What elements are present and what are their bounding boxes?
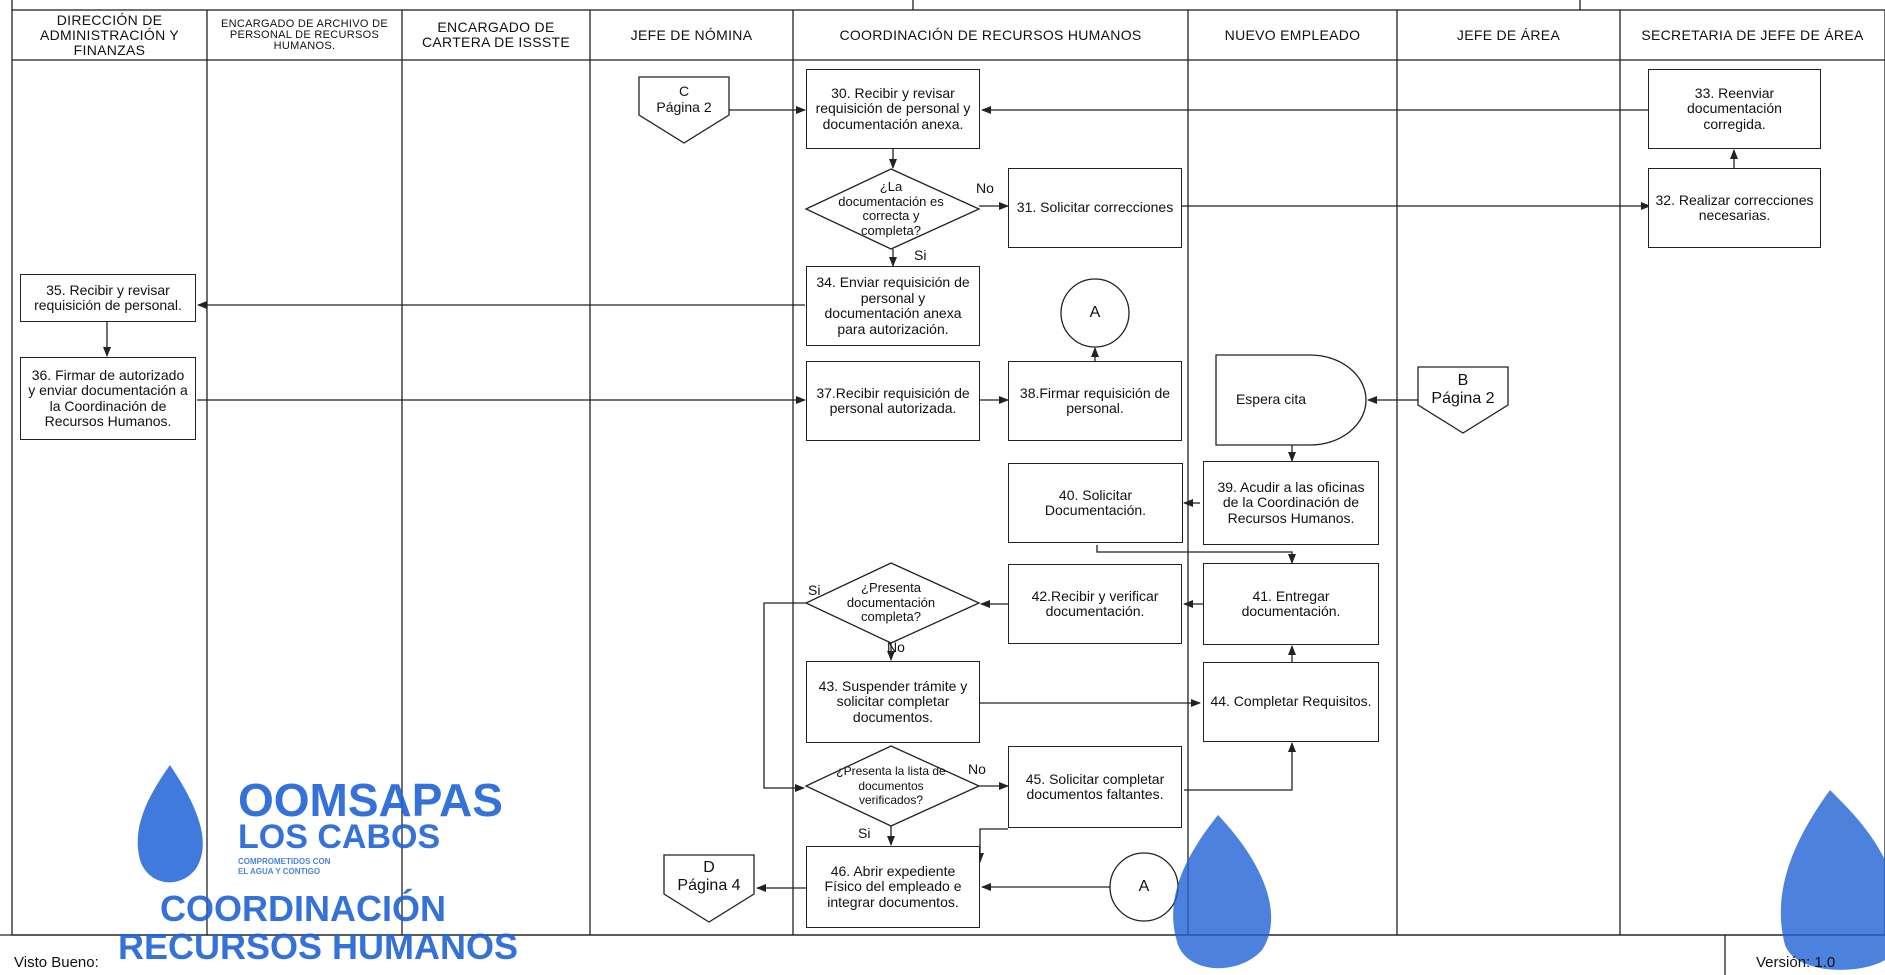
step-32-box: 32. Realizar correcciones necesarias.	[1648, 168, 1821, 248]
decision-shape	[804, 168, 981, 250]
offpage-connector-shape	[1417, 366, 1509, 434]
lane-title-jefe-nomina: JEFE DE NÓMINA	[630, 26, 753, 43]
label-si: Si	[858, 825, 871, 841]
connector-d-page: Página 4	[677, 877, 741, 894]
delay-shape	[1215, 354, 1367, 446]
step-39-box: 39. Acudir a las oficinas de la Coordina…	[1203, 461, 1379, 545]
connector-c-letter: C	[678, 83, 690, 99]
flow-arrows	[103, 106, 1738, 892]
logo-dept-1: COORDINACIÓN	[160, 888, 446, 929]
step-44-box: 44. Completar Requisitos.	[1203, 662, 1379, 742]
step-43-box: 43. Suspender trámite y solicitar comple…	[806, 661, 980, 743]
logo-tagline-2: EL AGUA Y CONTIGO	[238, 867, 321, 876]
lane-title-secretaria-jefe-area: SECRETARIA DE JEFE DE ÁREA	[1641, 26, 1864, 43]
step-33-box: 33. Reenviar documentación corregida.	[1648, 69, 1821, 149]
step-34-box: 34. Enviar requisición de personal y doc…	[806, 266, 980, 346]
step-40-box: 40. Solicitar Documentación.	[1008, 463, 1183, 543]
step-35-box: 35. Recibir y revisar requisición de per…	[20, 274, 196, 322]
lane-title-archivo-personal: ENCARGADO DE ARCHIVO DE PERSONAL DE RECU…	[220, 17, 389, 52]
lane-title-jefe-area: JEFE DE ÁREA	[1456, 26, 1561, 43]
label-no: No	[968, 761, 986, 777]
step-45-box: 45. Solicitar completar documentos falta…	[1008, 746, 1182, 828]
lane-title-coordinacion-rh: COORDINACIÓN DE RECURSOS HUMANOS	[839, 26, 1142, 43]
offpage-connector-shape	[638, 76, 730, 144]
lane-title-cartera-issste: ENCARGADO DE CARTERA DE ISSSTE	[422, 19, 570, 50]
connector-a-bottom: A	[1138, 878, 1150, 896]
lane-title-nuevo-empleado: NUEVO EMPLEADO	[1224, 26, 1361, 43]
label-no: No	[976, 180, 994, 196]
logo-line-1: OOMSAPAS	[238, 774, 503, 826]
logo-dept-2: RECURSOS HUMANOS	[118, 926, 519, 967]
step-30-box: 30. Recibir y revisar requisición de per…	[806, 69, 980, 149]
step-41-box: 41. Entregar documentación.	[1203, 563, 1379, 645]
connector-d-letter: D	[703, 859, 715, 876]
step-38-box: 38.Firmar requisición de personal.	[1008, 361, 1182, 441]
decision-documentacion-correcta: ¿La documentación es correcta y completa…	[838, 179, 944, 238]
connector-c-page: Página 2	[656, 99, 712, 115]
decision-lista-verificados: ¿Presenta la lista de documentos verific…	[836, 764, 946, 808]
footer-visto-bueno: Visto Bueno:	[14, 954, 99, 971]
offpage-connector-shape	[663, 854, 755, 923]
lane-title-direccion-administracion: DIRECCIÓN DE ADMINISTRACIÓN Y FINANZAS	[39, 11, 180, 58]
footer-version: Versión: 1.0	[1756, 954, 1836, 971]
step-37-box: 37.Recibir requisición de personal autor…	[806, 361, 980, 441]
step-31-box: 31. Solicitar correcciones	[1008, 168, 1182, 248]
step-42-box: 42.Recibir y verificar documentación.	[1008, 564, 1182, 644]
label-si: Si	[914, 247, 927, 263]
logo-tagline-1: COMPROMETIDOS CON	[238, 857, 331, 866]
label-no: No	[887, 639, 905, 655]
decision-documentacion-completa: ¿Presenta documentación completa?	[846, 580, 936, 625]
connector-a-top: A	[1089, 304, 1101, 322]
label-si: Si	[808, 582, 821, 598]
connector-b-page: Página 2	[1431, 390, 1495, 407]
connector-b-letter: B	[1457, 372, 1469, 389]
logo-line-2: LOS CABOS	[238, 818, 441, 856]
step-36-box: 36. Firmar de autorizado y enviar docume…	[20, 357, 196, 440]
espera-cita-label: Espera cita	[1235, 391, 1307, 408]
step-46-box: 46. Abrir expediente Físico del empleado…	[806, 846, 980, 928]
